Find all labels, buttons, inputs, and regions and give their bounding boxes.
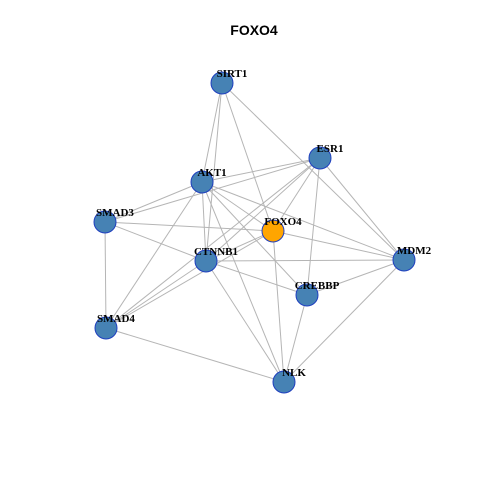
edge-akt1-mdm2: [201, 181, 405, 261]
edge-akt1-foxo4: [201, 181, 274, 232]
edge-akt1-smad3: [104, 181, 203, 223]
edge-esr1-akt1: [201, 157, 321, 183]
edge-foxo4-mdm2: [272, 230, 405, 261]
edge-esr1-ctnnb1: [205, 157, 321, 262]
edge-akt1-crebbp: [201, 181, 308, 296]
node-label-esr1: ESR1: [317, 143, 344, 155]
edge-esr1-mdm2: [319, 157, 405, 261]
edge-sirt1-foxo4: [221, 82, 274, 232]
edge-sirt1-ctnnb1: [205, 82, 223, 262]
node-crebbp: [295, 283, 319, 307]
edge-esr1-smad4: [105, 157, 321, 329]
node-label-akt1: AKT1: [197, 167, 226, 179]
edge-esr1-foxo4: [272, 157, 321, 232]
edge-esr1-crebbp: [306, 157, 321, 296]
node-esr1: [308, 146, 332, 170]
node-label-foxo4: FOXO4: [264, 216, 302, 228]
node-label-sirt1: SIRT1: [217, 68, 248, 80]
edge-smad3-ctnnb1: [104, 221, 207, 262]
node-smad3: [93, 210, 117, 234]
node-foxo4: [261, 219, 285, 243]
edge-ctnnb1-mdm2: [205, 259, 405, 262]
node-akt1: [190, 170, 214, 194]
edge-ctnnb1-smad4: [105, 260, 207, 329]
edge-sirt1-mdm2: [221, 82, 405, 261]
edge-foxo4-ctnnb1: [205, 230, 274, 262]
node-sirt1: [210, 71, 234, 95]
node-label-smad3: SMAD3: [96, 207, 134, 219]
edge-akt1-ctnnb1: [201, 181, 207, 262]
edge-ctnnb1-crebbp: [205, 260, 308, 296]
edge-foxo4-nlk: [272, 230, 285, 383]
edge-smad3-foxo4: [104, 221, 274, 232]
edge-foxo4-smad4: [105, 230, 274, 329]
edge-esr1-smad3: [104, 157, 321, 223]
edge-smad3-smad4: [104, 221, 107, 329]
edge-ctnnb1-nlk: [205, 260, 285, 383]
diagram-title: FOXO4: [230, 22, 278, 38]
edge-layer: [104, 82, 405, 383]
node-nlk: [272, 370, 296, 394]
node-mdm2: [392, 248, 416, 272]
node-layer: [93, 71, 416, 394]
node-label-nlk: NLK: [282, 367, 306, 379]
node-label-smad4: SMAD4: [97, 313, 135, 325]
node-label-crebbp: CREBBP: [295, 280, 340, 292]
edge-sirt1-akt1: [201, 82, 223, 183]
node-smad4: [94, 316, 118, 340]
node-label-ctnnb1: CTNNB1: [194, 246, 238, 258]
node-ctnnb1: [194, 249, 218, 273]
edge-mdm2-nlk: [283, 259, 405, 383]
node-label-mdm2: MDM2: [397, 245, 432, 257]
edge-akt1-nlk: [201, 181, 285, 383]
edge-smad4-nlk: [105, 327, 285, 383]
edge-mdm2-crebbp: [306, 259, 405, 296]
edge-akt1-smad4: [105, 181, 203, 329]
edge-crebbp-nlk: [283, 294, 308, 383]
